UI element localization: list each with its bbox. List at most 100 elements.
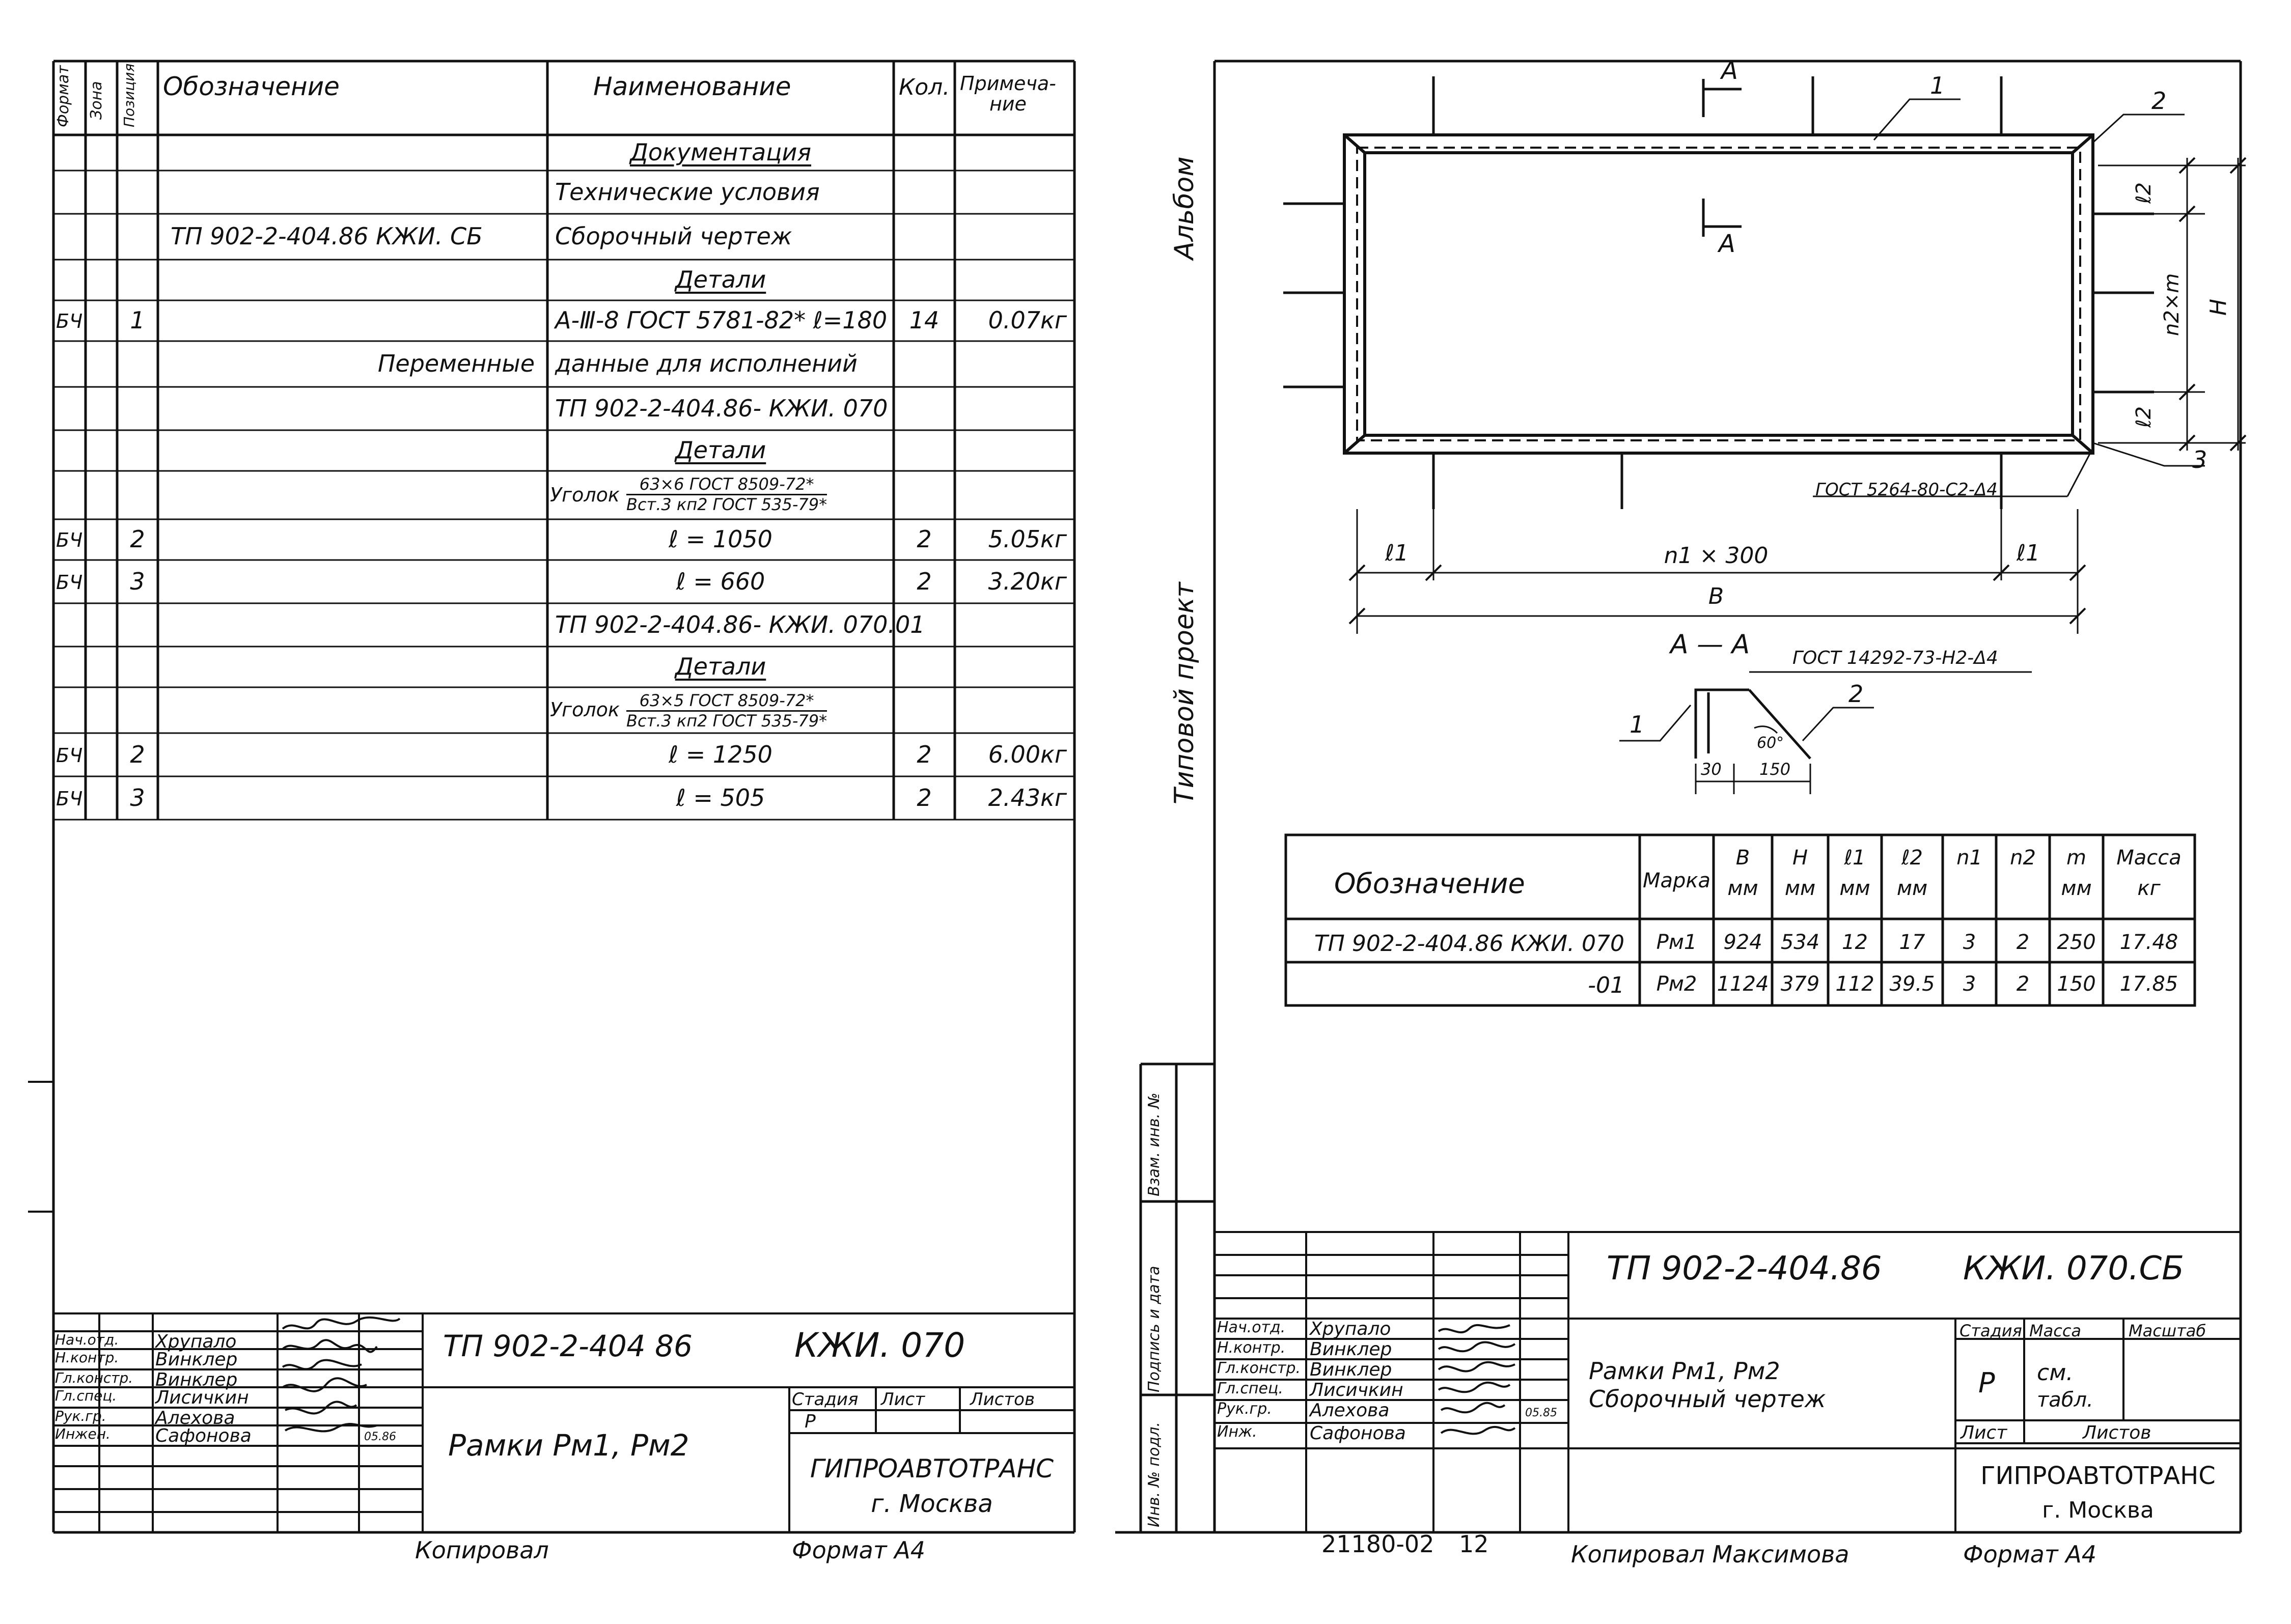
params-row-designation: ТП 902-2-404.86 КЖИ. 070 — [1314, 931, 1624, 957]
right-footer-format: Формат А4 — [1963, 1541, 2096, 1568]
params-cell: 3 — [1963, 931, 1976, 954]
params-cell: 250 — [2057, 931, 2096, 954]
signer-name: Сафонова — [155, 1425, 252, 1446]
params-cell: 17.85 — [2119, 972, 2178, 996]
params-cell: 2 — [2016, 931, 2030, 954]
row-name: ℓ = 1050 — [669, 525, 772, 553]
dim-B: В — [1708, 583, 1724, 609]
signer-role: Н.контр. — [55, 1349, 119, 1366]
signer-name: Алехова — [155, 1408, 235, 1429]
section-dim-150: 150 — [1759, 760, 1791, 779]
row-name-spec-bottom: Вст.3 кп2 ГОСТ 535-79* — [626, 494, 827, 514]
signer-name: Сафонова — [1310, 1423, 1406, 1444]
signer-role: Инж. — [1217, 1423, 1257, 1441]
dim-e1-right: ℓ1 — [2017, 540, 2040, 566]
row-format: БЧ — [56, 744, 83, 767]
signer-role: Инжен. — [55, 1425, 111, 1442]
row-position: 2 — [130, 525, 145, 553]
row-name: ТП 902-2-404.86- КЖИ. 070 — [555, 394, 888, 422]
left-doc-mark: КЖИ. 070 — [794, 1326, 965, 1365]
row-qty: 2 — [917, 525, 932, 553]
section-callout-1: 1 — [1630, 711, 1645, 738]
right-mass-value2: табл. — [2037, 1388, 2093, 1412]
right-stage-label: Стадия — [1959, 1321, 2022, 1340]
section-mark-bottom: А — [1719, 230, 1735, 258]
row-name: ТП 902-2-404.86- КЖИ. 070.01 — [555, 610, 925, 638]
row-name: Сборочный чертеж — [555, 222, 792, 250]
row-qty: 2 — [917, 567, 932, 595]
params-row-designation: -01 — [1588, 972, 1624, 998]
params-cell: Рм2 — [1656, 972, 1697, 996]
params-cell: 379 — [1780, 972, 1820, 996]
row-name-spec-top: 63×6 ГОСТ 8509-72* — [626, 475, 827, 495]
params-header-cell: n2 — [2010, 846, 2036, 870]
signer-role: Гл.констр. — [1217, 1359, 1301, 1377]
params-header-cell: Марка — [1642, 869, 1711, 892]
signer-name: Винклер — [1310, 1359, 1392, 1380]
row-designation: ТП 902-2-404.86 КЖИ. СБ — [171, 222, 483, 250]
params-cell: 39.5 — [1889, 972, 1935, 996]
signer-role: Гл.спец. — [55, 1387, 117, 1404]
signer-role: Гл.констр. — [55, 1369, 133, 1386]
side-label-inv-repl: Взам. инв. № — [1145, 1093, 1163, 1196]
right-date-note: 05.85 — [1525, 1407, 1557, 1419]
row-name: Детали — [675, 653, 766, 680]
left-date-note: 05.86 — [364, 1431, 396, 1443]
params-cell: 17 — [1899, 931, 1925, 954]
left-city: г. Москва — [871, 1490, 993, 1518]
row-name: ℓ = 1250 — [669, 740, 772, 768]
header-zone: Зона — [88, 81, 105, 120]
row-name: ℓ = 660 — [676, 567, 765, 595]
section-weld: ГОСТ 14292-73-Н2-Δ4 — [1792, 648, 1998, 668]
left-sheet-label: Лист — [881, 1389, 925, 1410]
signer-name: Лисичкин — [1310, 1380, 1403, 1401]
header-qty: Кол. — [899, 74, 950, 100]
section-title: А — А — [1670, 629, 1750, 660]
row-name: Уголок — [550, 698, 620, 721]
dim-H: Н — [2205, 298, 2231, 316]
left-footer-format: Формат А4 — [792, 1536, 925, 1564]
row-position: 2 — [130, 740, 145, 768]
side-label-typical-project: Типовой проект — [1169, 582, 1200, 804]
params-cell: 924 — [1723, 931, 1762, 954]
signer-name: Винклер — [155, 1369, 238, 1390]
right-org: ГИПРОАВТОТРАНС — [1980, 1462, 2216, 1490]
right-title-line1: Рамки Рм1, Рм2 — [1589, 1357, 1780, 1385]
row-note: 0.07кг — [988, 306, 1067, 334]
right-title-line2: Сборочный чертеж — [1589, 1385, 1826, 1413]
row-qty: 2 — [917, 783, 932, 811]
section-mark-top: А — [1721, 57, 1738, 85]
right-stage-value: Р — [1978, 1367, 1995, 1399]
header-format: Формат — [54, 65, 72, 127]
right-signatures — [1438, 1324, 1516, 1435]
signer-role: Нач.отд. — [55, 1331, 119, 1348]
signer-name: Хрупало — [155, 1331, 237, 1352]
row-name: Технические условия — [555, 178, 820, 206]
right-mass-label: Масса — [2029, 1321, 2082, 1340]
header-designation: Обозначение — [163, 72, 340, 101]
params-header-cell: ℓ2 мм — [1896, 846, 1928, 900]
side-label-inv-orig: Инв. № подл. — [1145, 1422, 1163, 1527]
signer-role: Рук.гр. — [1217, 1400, 1272, 1418]
left-stage-value: Р — [805, 1411, 816, 1432]
left-doc-title: Рамки Рм1, Рм2 — [448, 1428, 689, 1463]
right-sheets-label: Листов — [2083, 1422, 2151, 1443]
callout-1: 1 — [1930, 72, 1945, 99]
row-name-spec-bottom: Вст.3 кп2 ГОСТ 535-79* — [626, 711, 827, 731]
params-header-cell: m мм — [2061, 846, 2092, 900]
row-name-spec: 63×5 ГОСТ 8509-72*Вст.3 кп2 ГОСТ 535-79* — [626, 691, 827, 731]
params-cell: 112 — [1835, 972, 1874, 996]
dim-e1-left: ℓ1 — [1385, 540, 1409, 566]
row-name: Детали — [675, 436, 766, 464]
params-cell: 1124 — [1717, 972, 1769, 996]
row-designation: Переменные — [377, 350, 535, 377]
left-stage-label: Стадия — [792, 1389, 859, 1410]
row-format: БЧ — [56, 787, 83, 810]
callout-2: 2 — [2151, 87, 2167, 115]
row-note: 6.00кг — [988, 740, 1067, 768]
right-doc-mark: КЖИ. 070.СБ — [1963, 1250, 2185, 1287]
row-format: БЧ — [56, 310, 83, 332]
row-name-spec-top: 63×5 ГОСТ 8509-72* — [626, 691, 827, 712]
row-format: БЧ — [56, 529, 83, 551]
